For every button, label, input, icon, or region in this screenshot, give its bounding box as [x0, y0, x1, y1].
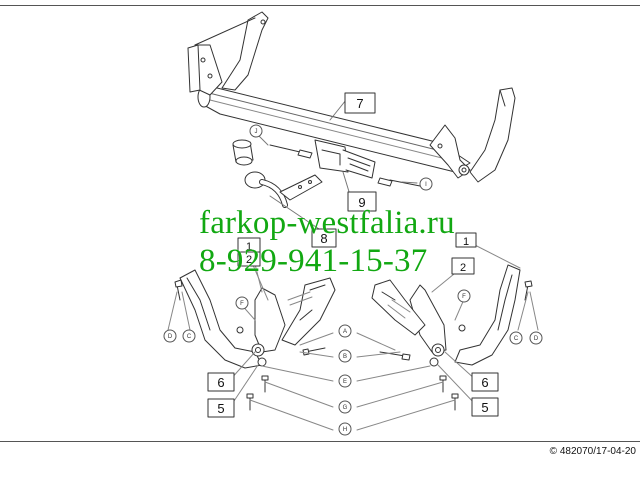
watermark-phone: 8-929-941-15-37	[199, 243, 428, 279]
left-hardware	[174, 279, 326, 411]
callout-6-right-label: 6	[481, 375, 488, 390]
letter-I-label: I	[425, 182, 427, 188]
callout-2-left-label: 2	[246, 254, 252, 266]
right-reinforcement-plate	[371, 279, 426, 336]
left-reinforcement-plate	[281, 277, 336, 346]
callout-2-right: 2	[451, 257, 475, 275]
letter-G: G	[338, 400, 352, 414]
letter-F-left-label: F	[240, 301, 244, 307]
callout-7: 7	[344, 92, 376, 114]
letter-F-right: F	[457, 289, 471, 303]
callout-6-left: 6	[207, 372, 235, 392]
right-side-mount-bracket	[429, 87, 516, 183]
right-frame-bracket	[409, 264, 521, 367]
letter-E-label: E	[343, 379, 347, 385]
ball-cover	[232, 139, 254, 166]
letter-A: A	[338, 324, 352, 338]
letter-D-right-label: D	[534, 336, 539, 342]
left-frame-bracket	[179, 269, 286, 369]
letter-D-left: D	[163, 329, 177, 343]
callout-8: 8	[311, 228, 337, 248]
central-receiver	[314, 139, 376, 179]
letter-C-right: C	[509, 331, 523, 345]
letter-J: J	[249, 124, 263, 138]
letter-H-label: H	[343, 427, 347, 433]
letter-A-label: A	[343, 329, 347, 335]
callout-8-label: 8	[320, 231, 327, 246]
letter-D-right: D	[529, 331, 543, 345]
callout-5-left-label: 5	[217, 401, 224, 416]
callout-1-right-label: 1	[463, 236, 469, 248]
letter-J-label: J	[255, 129, 258, 135]
callout-5-right: 5	[471, 397, 499, 417]
letter-F-left: F	[235, 296, 249, 310]
right-hardware	[379, 280, 533, 411]
callout-5-left: 5	[207, 398, 235, 418]
watermark-site: farkop-westfalia.ru	[199, 205, 455, 241]
letter-B: B	[338, 349, 352, 363]
top-frame-line	[0, 5, 640, 6]
lower-leader-lines	[167, 239, 539, 431]
letter-D-left-label: D	[168, 334, 173, 340]
callout-6-right: 6	[471, 372, 499, 392]
callout-6-left-label: 6	[217, 375, 224, 390]
left-side-mount-bracket	[187, 11, 269, 96]
callout-1-right: 1	[455, 232, 477, 248]
callout-2-left: 2	[237, 251, 261, 267]
letter-I: I	[419, 177, 433, 191]
letter-B-label: B	[343, 354, 347, 360]
callout-5-right-label: 5	[481, 400, 488, 415]
letter-F-right-label: F	[462, 294, 466, 300]
bottom-frame-line	[0, 441, 640, 442]
letter-E: E	[338, 374, 352, 388]
letter-C-left-label: C	[187, 334, 192, 340]
callout-2-right-label: 2	[460, 262, 466, 274]
tow-ball-neck	[244, 171, 323, 208]
callout-9-label: 9	[358, 195, 365, 210]
copyright-code: © 482070/17-04-20	[549, 446, 636, 457]
callout-7-label: 7	[356, 96, 363, 111]
callout-1-left-label: 1	[246, 241, 252, 253]
letter-G-label: G	[343, 405, 348, 411]
letter-C-right-label: C	[514, 336, 519, 342]
letter-H: H	[338, 422, 352, 436]
letter-C-left: C	[182, 329, 196, 343]
callout-9: 9	[347, 191, 377, 212]
beam-bolts	[269, 144, 421, 187]
